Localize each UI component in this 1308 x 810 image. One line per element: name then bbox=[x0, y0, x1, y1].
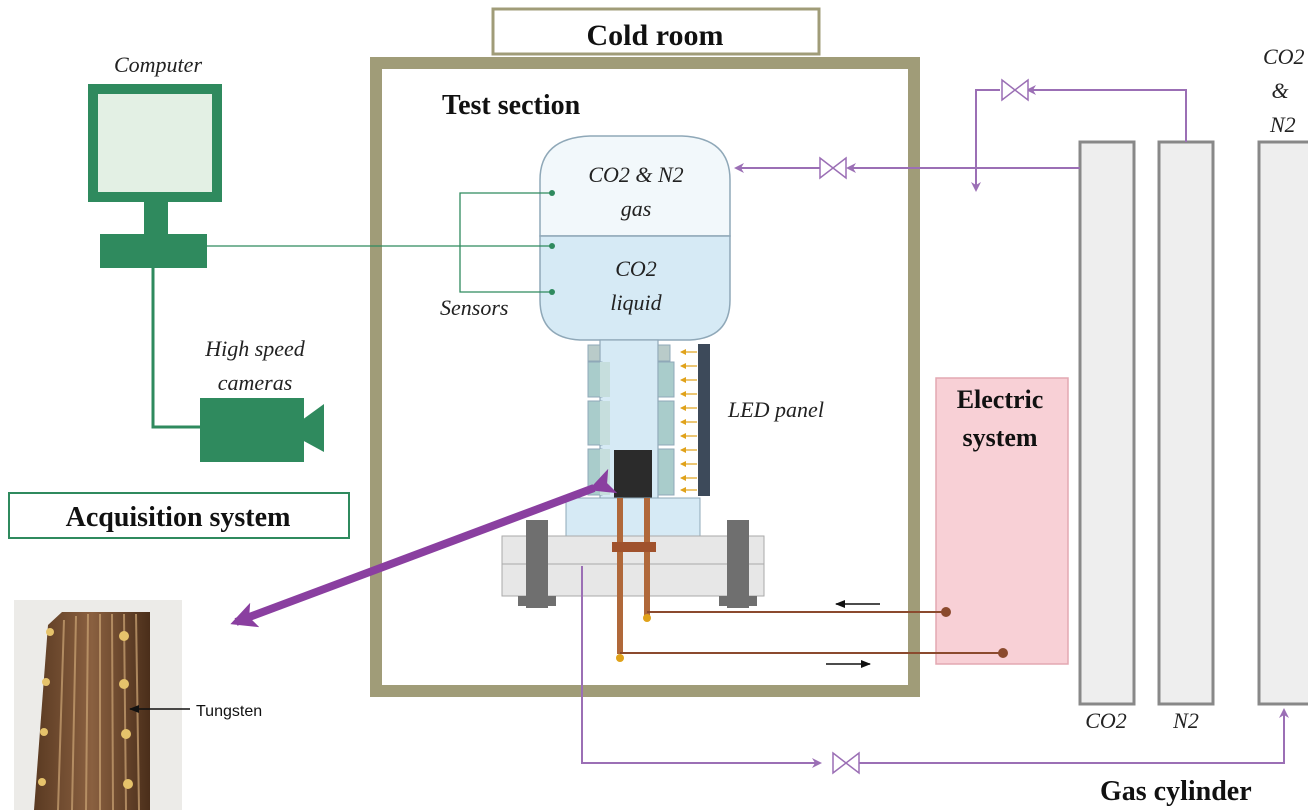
cold-room-label: Cold room bbox=[587, 19, 724, 52]
cold-room-title-box bbox=[491, 7, 821, 56]
high-speed-label: High speed bbox=[204, 336, 306, 361]
valve-icon bbox=[819, 156, 847, 180]
tungsten-photo bbox=[14, 600, 182, 810]
bolt-right bbox=[727, 520, 749, 608]
gas-label-line1: CO2 & N2 bbox=[588, 162, 683, 187]
liquid-region bbox=[539, 235, 731, 341]
window-left-1 bbox=[587, 361, 603, 398]
terminal-1 bbox=[941, 607, 951, 617]
test-vessel: CO2 & N2 gas CO2 liquid bbox=[501, 135, 824, 662]
gas-cylinder-label: Gas cylinder bbox=[1100, 776, 1252, 807]
power-wires bbox=[620, 611, 1003, 654]
sensor-point-1 bbox=[549, 190, 555, 196]
bolt-left bbox=[526, 520, 548, 608]
electric-system-box bbox=[935, 377, 1069, 665]
gas-region bbox=[539, 135, 731, 237]
electrode-left bbox=[617, 498, 623, 654]
cylinder-n2 bbox=[1157, 140, 1215, 706]
bolt-left-head bbox=[518, 596, 556, 606]
valve-icon bbox=[832, 751, 860, 775]
flange-right-1 bbox=[657, 344, 671, 362]
gas-label-line2: gas bbox=[621, 196, 652, 221]
led-panel bbox=[698, 344, 710, 496]
gas-lines bbox=[581, 85, 1289, 768]
flange-left-1 bbox=[587, 344, 601, 362]
window-right-3 bbox=[657, 448, 675, 496]
cylinder-mix-label-2: & bbox=[1271, 78, 1289, 103]
computer-label: Computer bbox=[114, 52, 202, 77]
camera-icon bbox=[200, 398, 324, 462]
window-far-left-1 bbox=[600, 362, 610, 397]
valve-icon bbox=[1001, 78, 1029, 102]
window-far-left-3 bbox=[600, 449, 610, 495]
monitor-icon bbox=[88, 84, 222, 268]
zoom-double-arrow bbox=[230, 468, 618, 628]
cylinder-n2-label: N2 bbox=[1172, 708, 1199, 733]
cylinder-mix bbox=[1257, 140, 1308, 706]
test-section-label: Test section bbox=[442, 90, 581, 121]
cylinder-mix-label-3: N2 bbox=[1269, 112, 1296, 137]
window-left-2 bbox=[587, 400, 603, 446]
sensors-label: Sensors bbox=[440, 295, 508, 320]
sensor-point-3 bbox=[549, 289, 555, 295]
window-right-1 bbox=[657, 361, 675, 398]
cylinder-mix-label-1: CO2 bbox=[1263, 44, 1305, 69]
liquid-label-line2: liquid bbox=[610, 290, 662, 315]
cylinder-co2 bbox=[1078, 140, 1136, 706]
window-right-2 bbox=[657, 400, 675, 446]
electric-label-line2: system bbox=[962, 423, 1037, 452]
sensor-point-2 bbox=[549, 243, 555, 249]
cylinder-co2-label: CO2 bbox=[1085, 708, 1127, 733]
acquisition-system-label: Acquisition system bbox=[66, 502, 291, 533]
electric-label-line1: Electric bbox=[957, 385, 1044, 414]
liquid-label-line1: CO2 bbox=[615, 256, 657, 281]
camera-cable bbox=[151, 268, 200, 429]
bolt-right-head bbox=[719, 596, 757, 606]
cameras-label: cameras bbox=[218, 370, 293, 395]
tungsten-label: Tungsten bbox=[196, 703, 262, 720]
led-rays bbox=[680, 349, 697, 493]
electrode-clamp bbox=[612, 542, 656, 552]
heater-block bbox=[614, 450, 652, 498]
terminal-2 bbox=[998, 648, 1008, 658]
electrode-right bbox=[644, 498, 650, 616]
electrode-tip-1 bbox=[616, 654, 624, 662]
led-panel-label: LED panel bbox=[727, 397, 824, 422]
electrode-tip-2 bbox=[643, 614, 651, 622]
cold-room-enclosure bbox=[370, 57, 920, 697]
window-far-left-2 bbox=[600, 401, 610, 445]
sensor-wiring bbox=[207, 192, 552, 293]
